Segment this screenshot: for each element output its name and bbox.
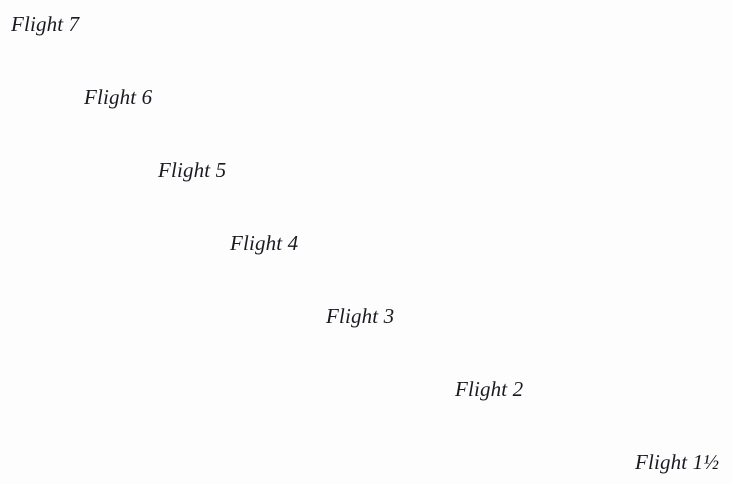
flight-label-2: Flight 2 [455,377,524,401]
flight-label-3: Flight 3 [326,304,395,328]
flight-label-1-and-a-half: Flight 1½ [635,450,720,474]
flight-label-7: Flight 7 [11,12,80,36]
flight-label-4: Flight 4 [230,231,299,255]
flight-label-6: Flight 6 [84,85,153,109]
flight-label-5: Flight 5 [158,158,227,182]
